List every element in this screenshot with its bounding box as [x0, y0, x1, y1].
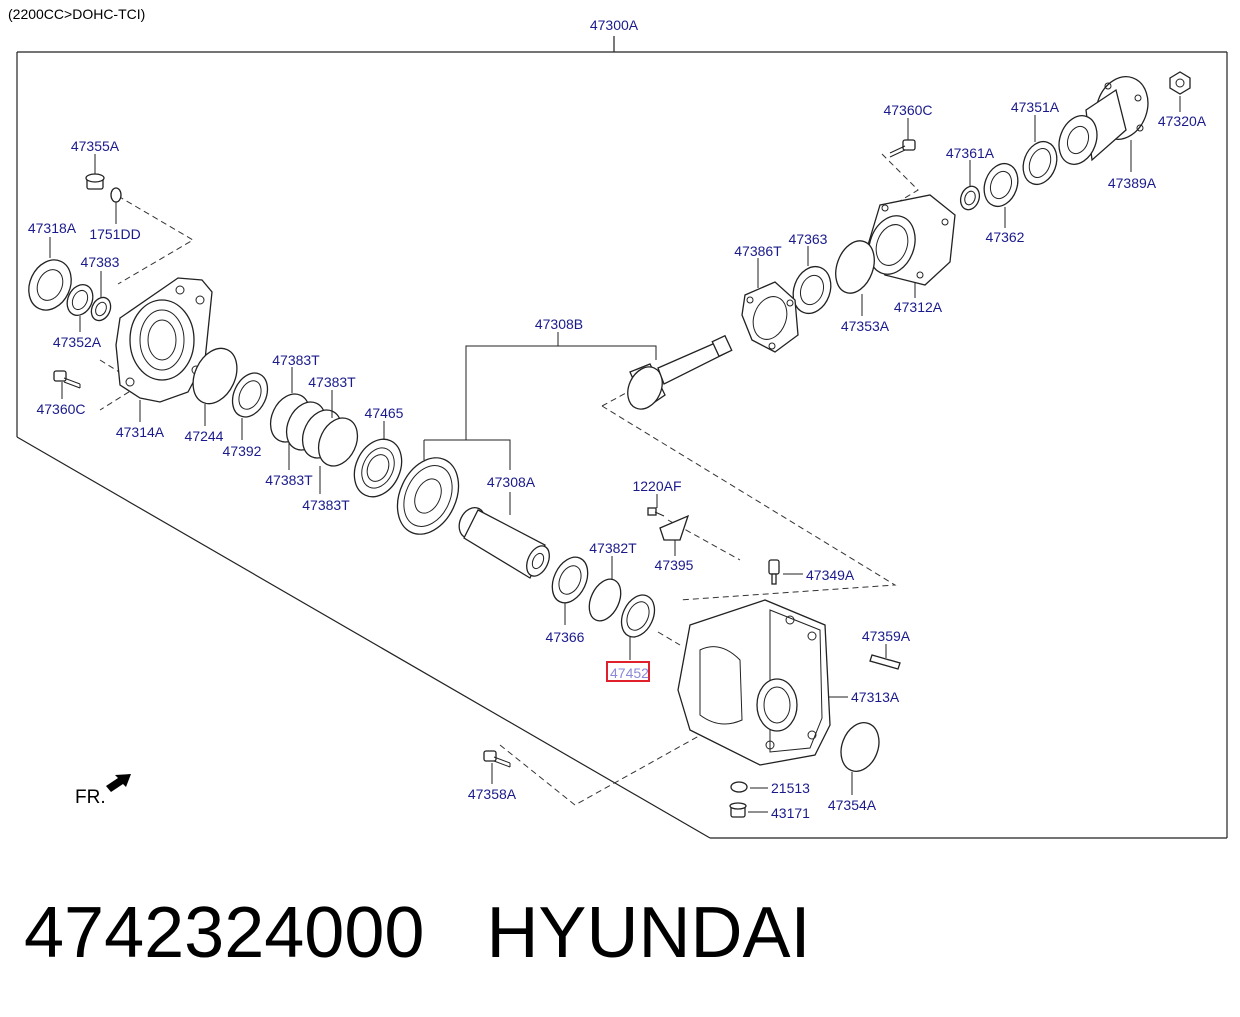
- label-47352a[interactable]: 47352A: [53, 334, 102, 350]
- ring-gear-47308a[interactable]: [386, 448, 471, 544]
- breather-47349a[interactable]: [768, 559, 780, 585]
- label-47465[interactable]: 47465: [365, 405, 404, 421]
- label-21513[interactable]: 21513: [771, 780, 810, 796]
- label-47389a[interactable]: 47389A: [1108, 175, 1157, 191]
- front-direction-marker: FR.: [75, 774, 131, 808]
- pinion-shaft-47308b[interactable]: [621, 334, 733, 415]
- plug-47355a[interactable]: [85, 173, 105, 190]
- ring-47352a[interactable]: [62, 280, 97, 319]
- label-47351a[interactable]: 47351A: [1011, 99, 1060, 115]
- label-47355a[interactable]: 47355A: [71, 138, 120, 154]
- o-ring-47244[interactable]: [185, 341, 246, 410]
- bolt-47358a[interactable]: [483, 750, 511, 768]
- label-47320a[interactable]: 47320A: [1158, 113, 1207, 129]
- pin-47359a[interactable]: [869, 654, 901, 670]
- label-47244[interactable]: 47244: [185, 428, 224, 444]
- label-47383t-3[interactable]: 47383T: [265, 472, 313, 488]
- label-47383[interactable]: 47383: [81, 254, 120, 270]
- ring-47383[interactable]: [88, 294, 114, 323]
- label-47395[interactable]: 47395: [655, 557, 694, 573]
- label-47382t[interactable]: 47382T: [589, 540, 637, 556]
- brand-name: HYUNDAI: [486, 893, 811, 973]
- washer-21513[interactable]: [730, 781, 748, 793]
- label-47308a[interactable]: 47308A: [487, 474, 536, 490]
- label-47383t-1[interactable]: 47383T: [272, 352, 320, 368]
- label-47452-highlighted[interactable]: 47452: [610, 665, 649, 681]
- part-number: 4742324000: [24, 893, 425, 973]
- assembly-label[interactable]: 47300A: [590, 17, 639, 33]
- seal-47318a[interactable]: [21, 253, 79, 317]
- label-47318a[interactable]: 47318A: [28, 220, 77, 236]
- label-47349a[interactable]: 47349A: [806, 567, 855, 583]
- case-47313a[interactable]: [677, 599, 831, 766]
- shim-47383t-4[interactable]: [311, 412, 365, 473]
- label-43171[interactable]: 43171: [771, 805, 810, 821]
- label-47359a[interactable]: 47359A: [862, 628, 911, 644]
- washer-1751dd[interactable]: [110, 187, 122, 203]
- flange-47389a[interactable]: [1053, 69, 1157, 169]
- seal-47452[interactable]: [615, 590, 661, 643]
- label-47386t[interactable]: 47386T: [734, 243, 782, 259]
- label-47353a[interactable]: 47353A: [841, 318, 890, 334]
- label-1220af[interactable]: 1220AF: [632, 478, 681, 494]
- label-47383t-4[interactable]: 47383T: [302, 497, 350, 513]
- bolt-1220af[interactable]: [647, 507, 665, 517]
- front-label: FR.: [75, 787, 106, 808]
- label-47312a[interactable]: 47312A: [894, 299, 943, 315]
- seal-47351a[interactable]: [1017, 137, 1062, 189]
- label-47358a[interactable]: 47358A: [468, 786, 517, 802]
- bearing-47366[interactable]: [545, 551, 594, 608]
- leader-lines: [49, 96, 1181, 813]
- nut-47320a[interactable]: [1169, 71, 1191, 95]
- label-47392[interactable]: 47392: [223, 443, 262, 459]
- assembly-frame: [16, 36, 1228, 839]
- collar-47361a[interactable]: [957, 184, 982, 213]
- label-47366[interactable]: 47366: [546, 629, 585, 645]
- part-labels: 47355A 1751DD 47318A 47383 47352A 47360C…: [28, 99, 1207, 821]
- label-47383t-2[interactable]: 47383T: [308, 374, 356, 390]
- engine-spec-caption: (2200CC>DOHC-TCI): [8, 6, 145, 22]
- label-47363[interactable]: 47363: [789, 231, 828, 247]
- plug-43171[interactable]: [729, 802, 747, 818]
- o-ring-47353a[interactable]: [829, 235, 881, 298]
- front-arrow-icon: [106, 774, 131, 792]
- bolt-47360c-left[interactable]: [53, 370, 81, 389]
- footer-caption: 4742324000 HYUNDAI: [24, 888, 810, 978]
- label-47360c-left[interactable]: 47360C: [36, 401, 85, 417]
- label-47360c-right[interactable]: 47360C: [883, 102, 932, 118]
- bearing-47465[interactable]: [345, 432, 410, 505]
- seal-47392[interactable]: [226, 367, 274, 422]
- bearing-47362[interactable]: [978, 159, 1023, 211]
- bearing-47363[interactable]: [787, 261, 837, 318]
- shaft-47308a[interactable]: [454, 503, 553, 579]
- case-47312a[interactable]: [861, 194, 956, 286]
- bracket-47395[interactable]: [659, 514, 690, 541]
- o-ring-47354a[interactable]: [835, 717, 886, 776]
- label-47313a[interactable]: 47313A: [851, 689, 900, 705]
- bolt-47360c-right[interactable]: [889, 139, 916, 158]
- label-47308b[interactable]: 47308B: [535, 316, 583, 332]
- label-47361a[interactable]: 47361A: [946, 145, 995, 161]
- ring-47382t[interactable]: [583, 574, 627, 626]
- gasket-47386t[interactable]: [741, 281, 799, 353]
- cover-plate-47314a[interactable]: [115, 277, 213, 403]
- highlight-box: [606, 661, 650, 682]
- label-47314a[interactable]: 47314A: [116, 424, 165, 440]
- label-1751dd[interactable]: 1751DD: [89, 226, 140, 242]
- label-47362[interactable]: 47362: [986, 229, 1025, 245]
- label-47354a[interactable]: 47354A: [828, 797, 877, 813]
